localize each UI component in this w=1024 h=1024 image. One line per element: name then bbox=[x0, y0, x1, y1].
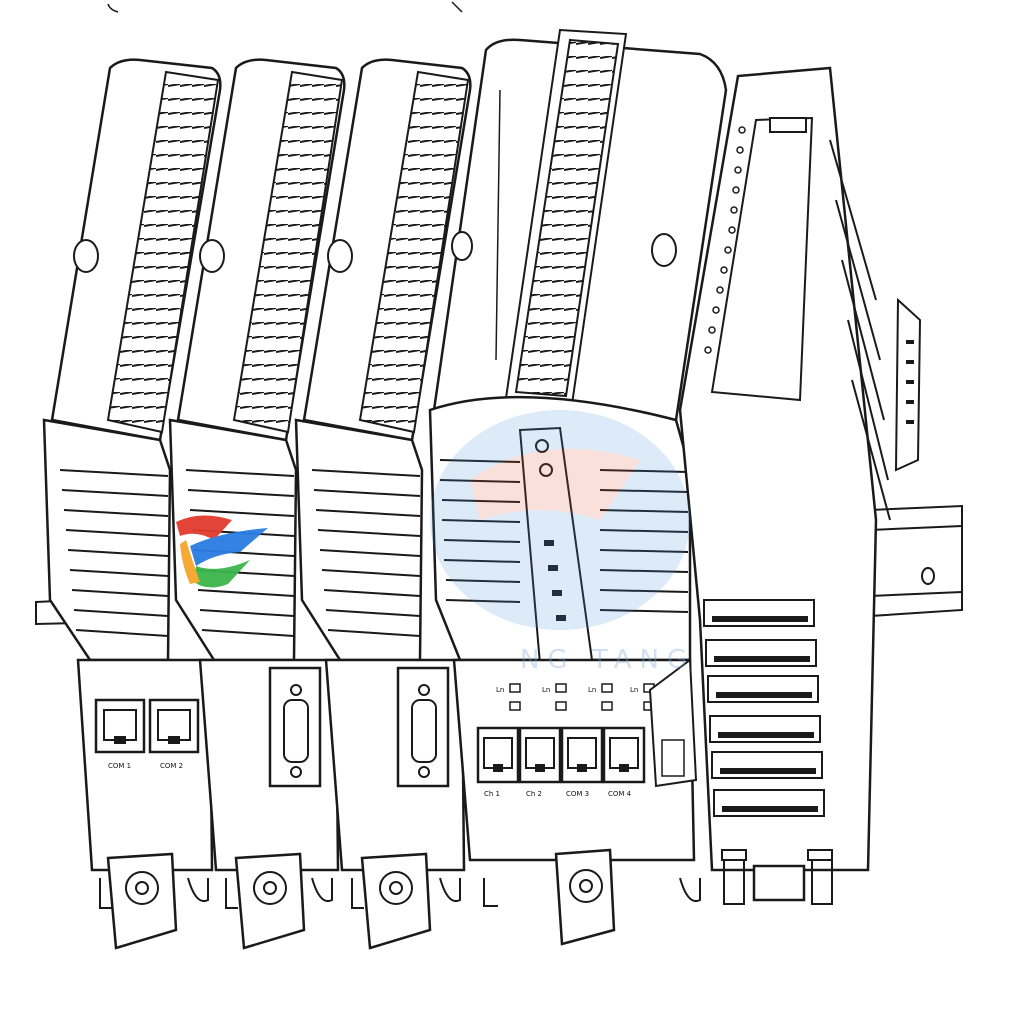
dsub-port-2[interactable] bbox=[268, 666, 322, 788]
port-label-com1: COM 1 bbox=[108, 762, 131, 770]
port-label-ch1: Ch 1 bbox=[484, 790, 500, 798]
rail-clip-3[interactable] bbox=[360, 852, 432, 950]
led-label-1: Ln bbox=[496, 686, 504, 694]
status-leds bbox=[509, 683, 655, 711]
watermark-center bbox=[430, 410, 690, 630]
led-label-4: Ln bbox=[630, 686, 638, 694]
port-ch1[interactable] bbox=[476, 726, 520, 784]
port-com1[interactable] bbox=[94, 698, 146, 754]
rail-clip-4[interactable] bbox=[554, 848, 616, 946]
io-module bbox=[678, 66, 922, 905]
rail-clip-1[interactable] bbox=[106, 852, 178, 950]
port-ch2[interactable] bbox=[518, 726, 562, 784]
dsub-port-3[interactable] bbox=[396, 666, 450, 788]
rail-clip-2[interactable] bbox=[234, 852, 306, 950]
watermark-text: NG TANG bbox=[520, 645, 695, 675]
module-3 bbox=[294, 58, 472, 950]
rail-clip-5[interactable] bbox=[752, 864, 806, 902]
port-com4[interactable] bbox=[602, 726, 646, 784]
port-label-com4: COM 4 bbox=[608, 790, 632, 798]
port-com3[interactable] bbox=[560, 726, 604, 784]
led-label-2: Ln bbox=[542, 686, 550, 694]
port-com2[interactable] bbox=[148, 698, 200, 754]
watermark-logo bbox=[176, 515, 268, 588]
port-label-ch2: Ch 2 bbox=[526, 790, 542, 798]
port-label-com2: COM 2 bbox=[160, 762, 183, 770]
cpu-module: Ln Ln Ln Ln Ch 1 Ch 2 COM 3 COM 4 bbox=[428, 28, 728, 946]
led-label-3: Ln bbox=[588, 686, 596, 694]
module-1: COM 1 COM 2 bbox=[42, 58, 222, 950]
port-label-com3: COM 3 bbox=[566, 790, 589, 798]
